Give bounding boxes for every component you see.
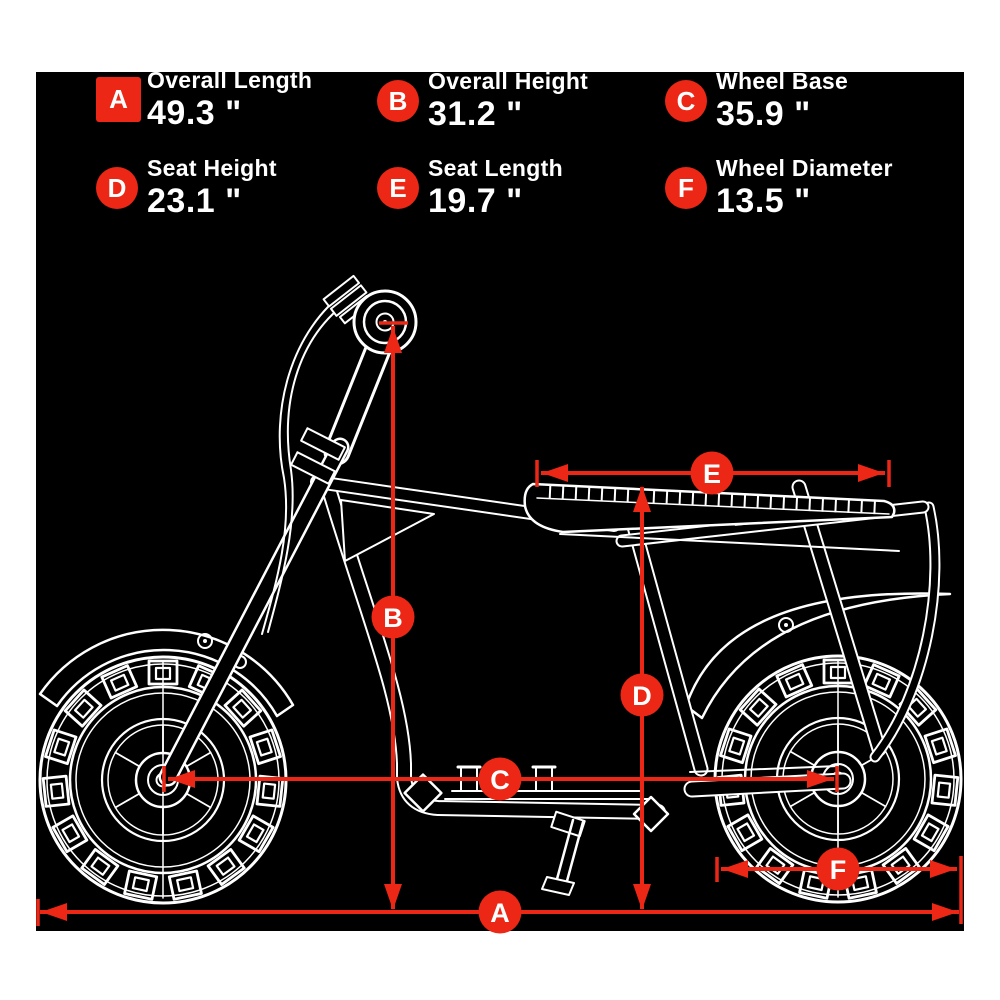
minibike-line-art	[40, 274, 961, 903]
spec-label: Seat Height	[147, 155, 277, 181]
spec-label: Wheel Base	[716, 68, 849, 94]
dimension-line-e: E	[535, 451, 891, 495]
spec-item-seat-length: E Seat Length 19.7 "	[377, 155, 563, 220]
spec-value: 23.1 "	[147, 182, 242, 220]
spec-label: Overall Height	[428, 68, 589, 94]
spec-value: 49.3 "	[147, 94, 242, 132]
rear-fender	[684, 592, 952, 720]
marker-e-letter: E	[703, 459, 721, 489]
spec-value: 19.7 "	[428, 182, 523, 220]
seat	[523, 482, 900, 552]
spec-item-wheel-base: C Wheel Base 35.9 "	[665, 68, 848, 133]
spec-item-seat-height: D Seat Height 23.1 "	[96, 155, 277, 220]
spec-value: 13.5 "	[716, 182, 811, 220]
spec-value: 31.2 "	[428, 95, 523, 133]
brake-cable	[267, 295, 357, 633]
spec-item-wheel-diameter: F Wheel Diameter 13.5 "	[665, 155, 893, 220]
marker-d-badge	[620, 673, 664, 717]
badge-c: C	[665, 80, 707, 122]
spec-label: Overall Length	[147, 67, 313, 93]
badge-e: E	[377, 167, 419, 209]
marker-c-letter: C	[490, 765, 510, 795]
dimension-line-c: C	[162, 757, 839, 801]
handlebar	[322, 274, 418, 355]
marker-b-letter: B	[383, 603, 403, 633]
marker-a-badge	[478, 890, 522, 934]
dimension-line-a: A	[36, 856, 963, 934]
spec-label: Wheel Diameter	[716, 155, 893, 181]
spec-label: Seat Length	[428, 155, 563, 181]
badge-f: F	[665, 167, 707, 209]
kickstand	[541, 810, 586, 896]
badge-b: B	[377, 80, 419, 122]
marker-a-letter: A	[490, 898, 510, 928]
badge-d: D	[96, 167, 138, 209]
dimension-lines: A B C	[36, 321, 963, 934]
brake-cable	[261, 288, 350, 635]
frame	[310, 475, 941, 820]
dimension-line-f: F	[715, 847, 957, 891]
foot-platform	[403, 765, 670, 833]
marker-f-letter: F	[830, 855, 847, 885]
dimension-line-b: B	[371, 321, 415, 910]
spec-item-overall-length: A Overall Length 49.3 "	[96, 67, 312, 132]
marker-e-badge	[690, 451, 734, 495]
marker-f-badge	[816, 847, 860, 891]
marker-c-badge	[478, 757, 522, 801]
marker-b-badge	[371, 595, 415, 639]
spec-value: 35.9 "	[716, 95, 811, 133]
marker-d-letter: D	[632, 681, 652, 711]
badge-a: A	[96, 77, 141, 122]
spec-item-overall-height: B Overall Height 31.2 "	[377, 68, 588, 133]
dimension-line-d: D	[620, 486, 664, 910]
